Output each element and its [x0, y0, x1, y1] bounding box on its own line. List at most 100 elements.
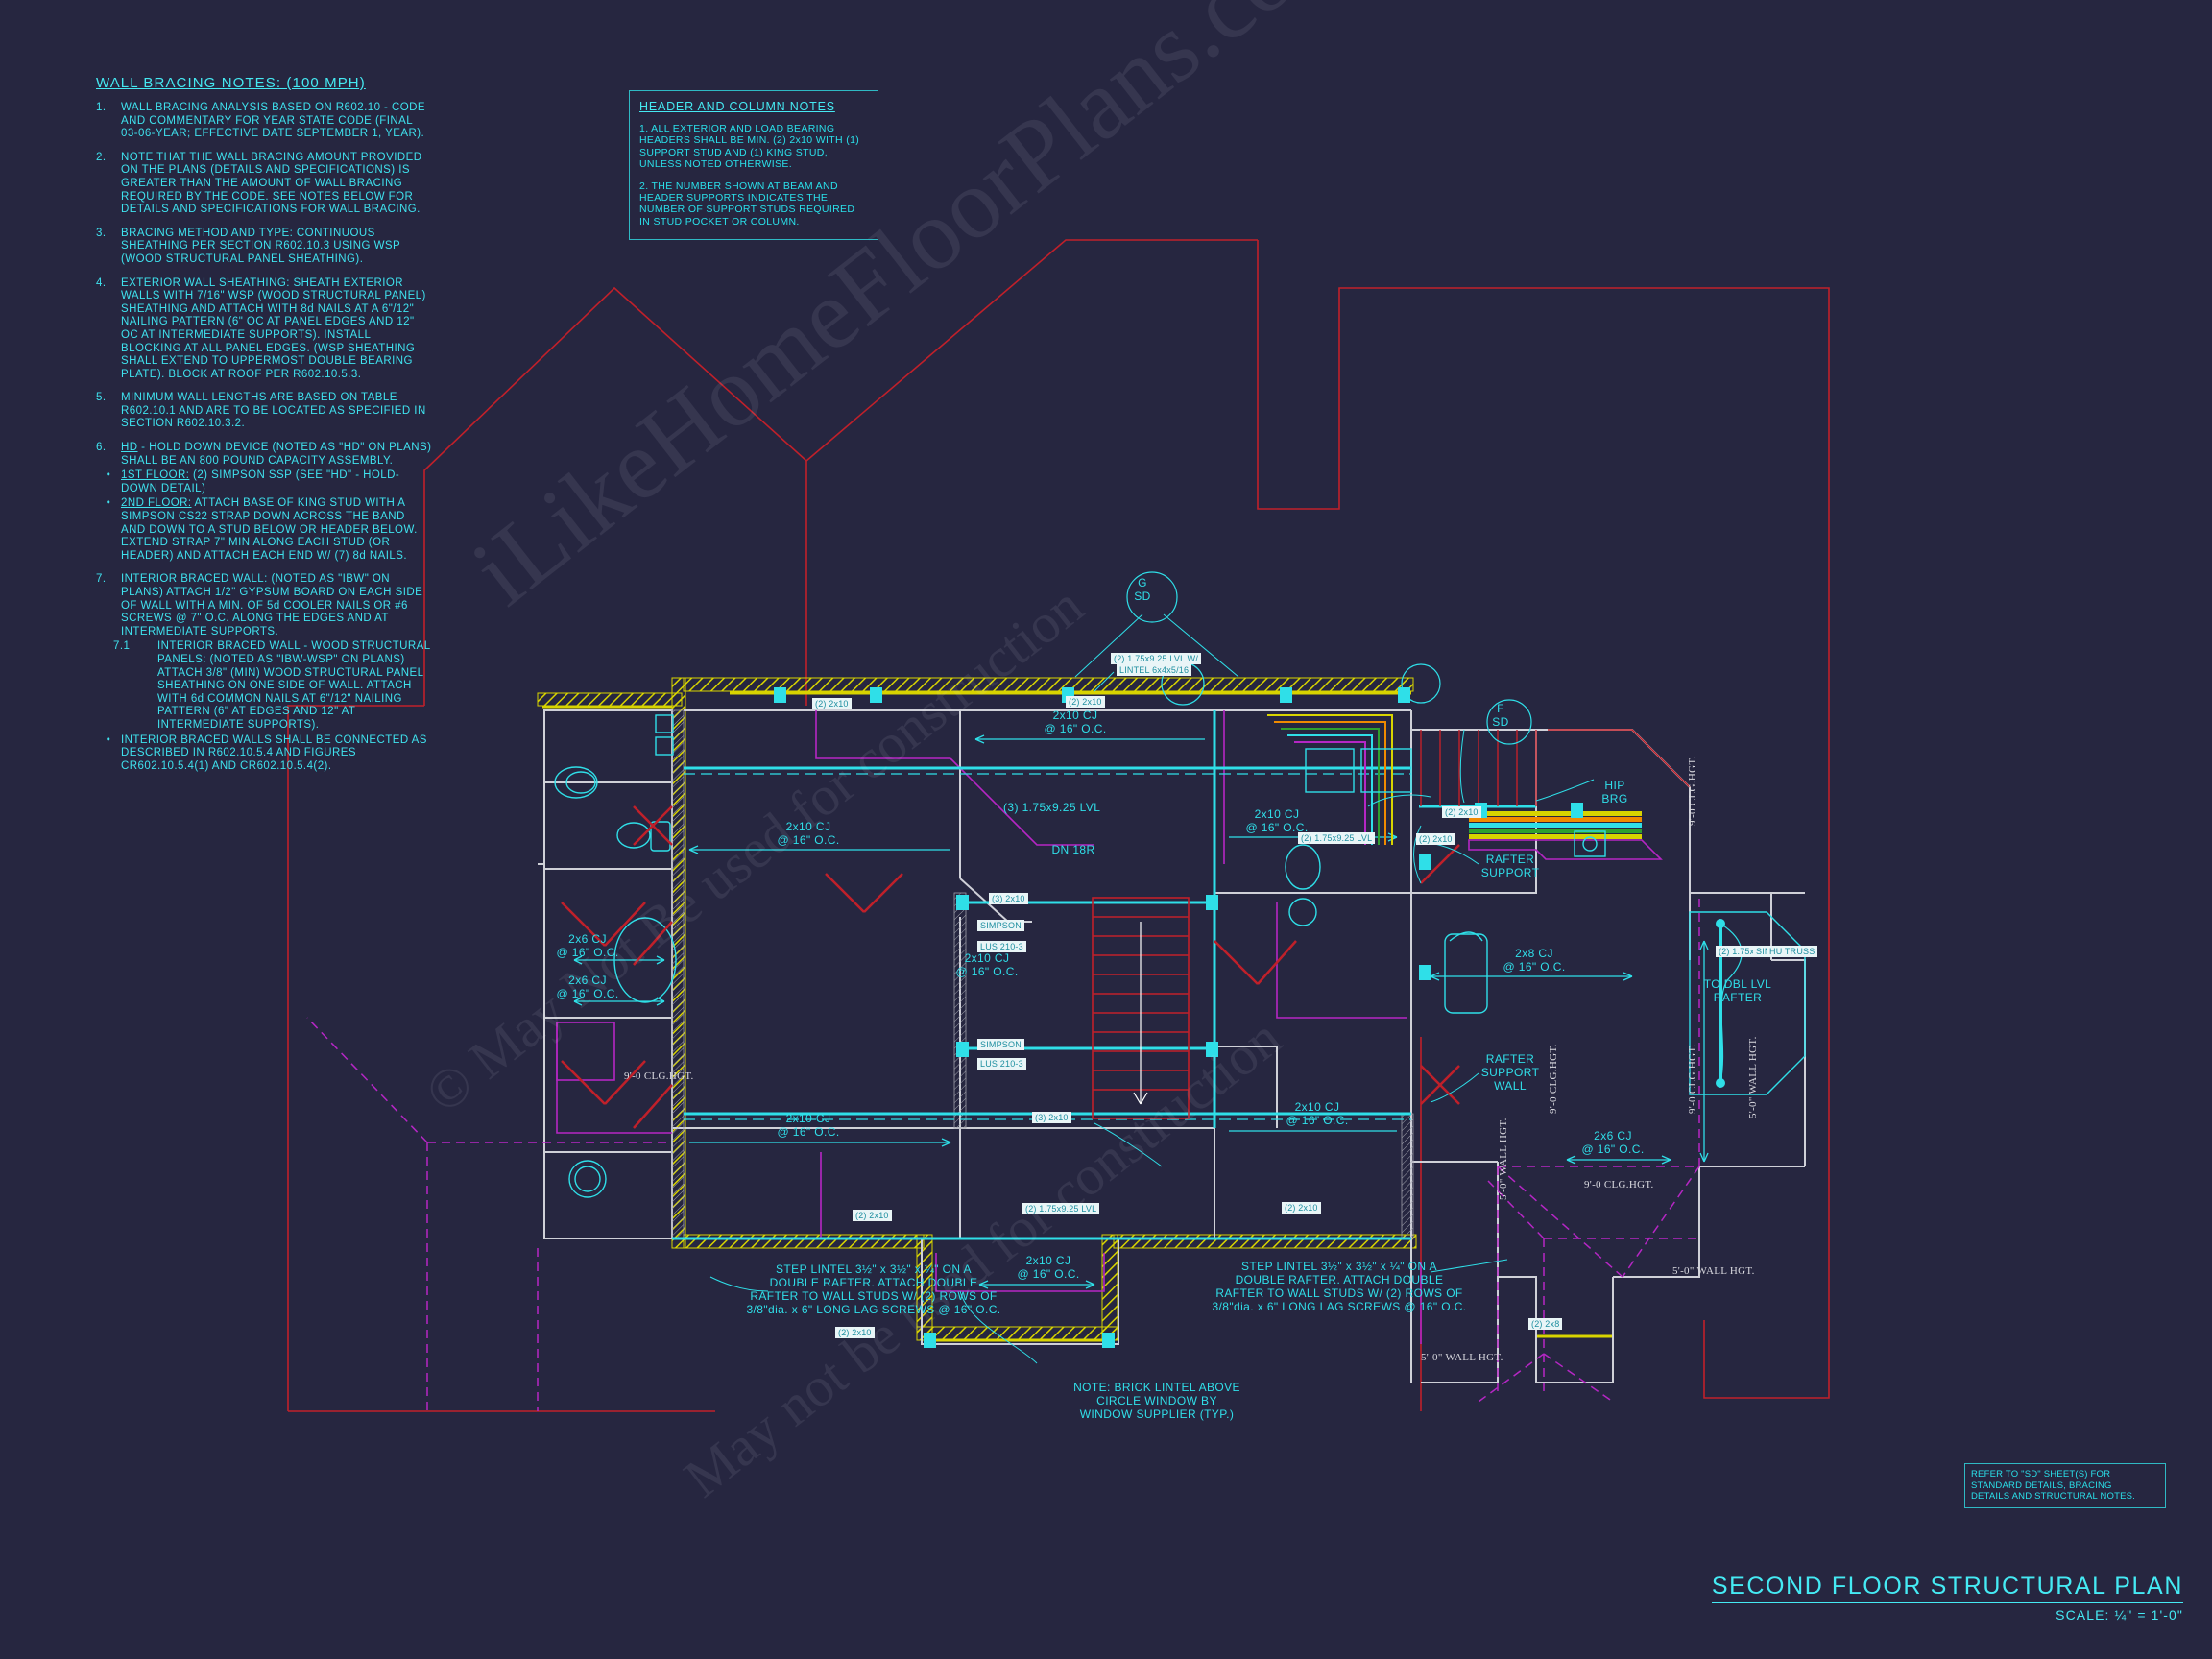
plan-label-line: DN 18R — [1051, 843, 1095, 856]
joist-size: 2x6 CJ — [568, 974, 607, 987]
plan-label-line: SUPPORT — [1480, 866, 1540, 879]
header-column-notes-block: HEADER AND COLUMN NOTES 1. ALL EXTERIOR … — [629, 90, 878, 241]
joist-callout-cj-6: 2x10 CJ@ 16" O.C. — [941, 951, 1033, 978]
bullet-text: (2) SIMPSON SSP (SEE "HD" - HOLD-DOWN DE… — [121, 469, 400, 494]
joist-callout-cj-3: 2x10 CJ@ 16" O.C. — [762, 820, 854, 847]
wall-height-label-h4: 9'-0 CLG.HGT. — [1548, 1044, 1559, 1114]
leaders — [709, 613, 1595, 1364]
joist-size: 2x10 CJ — [1254, 807, 1300, 821]
header-note-1: 1. ALL EXTERIOR AND LOAD BEARING HEADERS… — [639, 123, 860, 171]
wall-height-label-h2: 9'-0 CLG.HGT. — [1687, 756, 1698, 826]
bullet-label: 2ND FLOOR: — [121, 497, 192, 510]
joist-spacing: @ 16" O.C. — [1503, 960, 1566, 974]
wall-height-label-h6: 5'-0" WALL HGT. — [1498, 1118, 1509, 1200]
joist-spacing: @ 16" O.C. — [1044, 722, 1107, 735]
wall-height-label-h1: 9'-0 CLG.HGT. — [624, 1070, 694, 1082]
note-item: 2.NOTE THAT THE WALL BRACING AMOUNT PROV… — [96, 151, 422, 216]
note-item-7: 7. INTERIOR BRACED WALL: (NOTED AS "IBW"… — [96, 573, 423, 637]
sheet-title-block: SECOND FLOOR STRUCTURAL PLAN SCALE: ¼" =… — [1711, 1573, 2183, 1623]
joist-callout-cj-2: 2x6 CJ@ 16" O.C. — [541, 974, 634, 1000]
beam-tag-t4: LINTEL 6x4x5/16 — [1117, 664, 1192, 676]
plan-label-line: WALL — [1494, 1079, 1527, 1093]
bullet-text: ATTACH BASE OF KING STUD WITH A SIMPSON … — [121, 497, 418, 562]
joist-size: 2x6 CJ — [568, 932, 607, 946]
beam-tag-t10: (3) 2x10 — [1032, 1112, 1071, 1123]
beam-tag-t9: LUS 210-3 — [977, 1058, 1026, 1070]
joist-spacing: @ 16" O.C. — [556, 946, 619, 959]
note-item: 1.WALL BRACING ANALYSIS BASED ON R602.10… — [96, 102, 426, 140]
joist-size: 2x10 CJ — [785, 820, 831, 833]
note-item-7-1: 7.1 INTERIOR BRACED WALL - WOOD STRUCTUR… — [113, 640, 431, 731]
joist-callout-cj-8: 2x10 CJ@ 16" O.C. — [1271, 1100, 1363, 1127]
joist-size: 2x10 CJ — [964, 951, 1010, 965]
joist-size: 2x10 CJ — [785, 1112, 831, 1125]
joist-arrows — [573, 734, 1709, 1289]
joist-size: 2x6 CJ — [1594, 1129, 1632, 1142]
beam-tag-t15: (2) 2x10 — [1282, 1202, 1321, 1214]
roof-outline-red — [287, 239, 1830, 1412]
plan-label-line: RAFTER — [1485, 853, 1535, 866]
step-lintel-note-left: STEP LINTEL 3½" x 3½" x ¼" ON A DOUBLE R… — [746, 1262, 1001, 1316]
note-item: 3.BRACING METHOD AND TYPE: CONTINUOUS SH… — [96, 227, 400, 265]
hd-text: - HOLD DOWN DEVICE (NOTED AS "HD" ON PLA… — [121, 442, 432, 467]
header-column-notes-heading: HEADER AND COLUMN NOTES — [639, 100, 835, 113]
beam-tag-t17: (2) 2x8 — [1528, 1318, 1563, 1330]
joist-spacing: @ 16" O.C. — [777, 833, 840, 847]
beam-tag-t13: (2) 1.75x9.25 LVL — [1298, 832, 1376, 844]
wall-height-label-h9: 5'-0" WALL HGT. — [1421, 1352, 1503, 1363]
stair-arrow — [1133, 922, 1148, 1105]
sd-reference-box: REFER TO "SD" SHEET(S) FOR STANDARD DETA… — [1964, 1463, 2166, 1508]
beam-tag-t7: LUS 210-3 — [977, 941, 1026, 952]
beam-tag-t1: (2) 2x10 — [812, 698, 852, 709]
brick-lintel-note: NOTE: BRICK LINTEL ABOVE CIRCLE WINDOW B… — [1073, 1381, 1240, 1421]
plan-label-line: BRG — [1601, 792, 1628, 805]
beam-tag-t2: (2) 2x10 — [1066, 696, 1105, 708]
page-title: SECOND FLOOR STRUCTURAL PLAN — [1711, 1573, 2183, 1603]
sd-line-2: STANDARD DETAILS, BRACING — [1971, 1479, 2112, 1491]
joist-spacing: @ 16" O.C. — [1017, 1267, 1080, 1281]
joist-size: 2x10 CJ — [1025, 1254, 1071, 1267]
sheet-scale: SCALE: ¼" = 1'-0" — [2056, 1607, 2183, 1623]
ceiling-lines-magenta — [306, 893, 1700, 1411]
beam-tag-t11: (2) 2x10 — [853, 1210, 892, 1221]
wall-height-label-h7: 5'-0" WALL HGT. — [1747, 1036, 1759, 1118]
joist-spacing: @ 16" O.C. — [955, 965, 1019, 978]
joist-callout-cj-11: 2x10 CJ@ 16" O.C. — [1002, 1254, 1094, 1281]
plan-label-lvl-3: (3) 1.75x9.25 LVL — [1003, 801, 1100, 814]
header-note-2: 2. THE NUMBER SHOWN AT BEAM AND HEADER S… — [639, 180, 855, 228]
magenta-solid — [556, 710, 1422, 1344]
joist-size: 2x10 CJ — [1294, 1100, 1340, 1114]
note-item: 5.MINIMUM WALL LENGTHS ARE BASED ON TABL… — [96, 392, 426, 430]
wall-bracing-notes-heading: WALL BRACING NOTES: (100 MPH) — [96, 75, 366, 91]
doors — [561, 805, 1460, 1129]
plan-label-line: RAFTER — [1485, 1052, 1535, 1066]
joist-callout-cj-4: 2x10 CJ@ 16" O.C. — [762, 1112, 854, 1139]
plan-label-line: TO DBL LVL — [1703, 977, 1772, 991]
joist-size: 2x10 CJ — [1052, 709, 1098, 722]
sd-line-3: DETAILS AND STRUCTURAL NOTES. — [1971, 1491, 2136, 1503]
joist-callout-cj-9: 2x8 CJ@ 16" O.C. — [1488, 947, 1580, 974]
step-lintel-note-right: STEP LINTEL 3½" x 3½" x ¼" ON A DOUBLE R… — [1212, 1260, 1467, 1313]
plan-label-line: G — [1138, 576, 1147, 589]
note-bullet: • 2ND FLOOR: ATTACH BASE OF KING STUD WI… — [96, 497, 432, 563]
hd-underline: HD — [121, 442, 138, 454]
plan-label-line: HIP — [1604, 779, 1625, 792]
bullet-glyph: • — [106, 733, 111, 746]
beam-tag-t6: SIMPSON — [977, 920, 1024, 931]
beam-tag-t14: (2) 2x10 — [1442, 806, 1481, 818]
joist-size: 2x8 CJ — [1515, 947, 1553, 960]
plan-label-line: SD — [1492, 715, 1509, 729]
bullet-glyph: • — [106, 469, 111, 482]
rafters-red — [1420, 729, 1691, 806]
exterior-wall-band — [537, 677, 1417, 1341]
hatched-walls — [671, 709, 1414, 1239]
joist-spacing: @ 16" O.C. — [777, 1125, 840, 1139]
joist-spacing: @ 16" O.C. — [1286, 1114, 1349, 1127]
plan-label-line: RAFTER — [1713, 991, 1763, 1004]
